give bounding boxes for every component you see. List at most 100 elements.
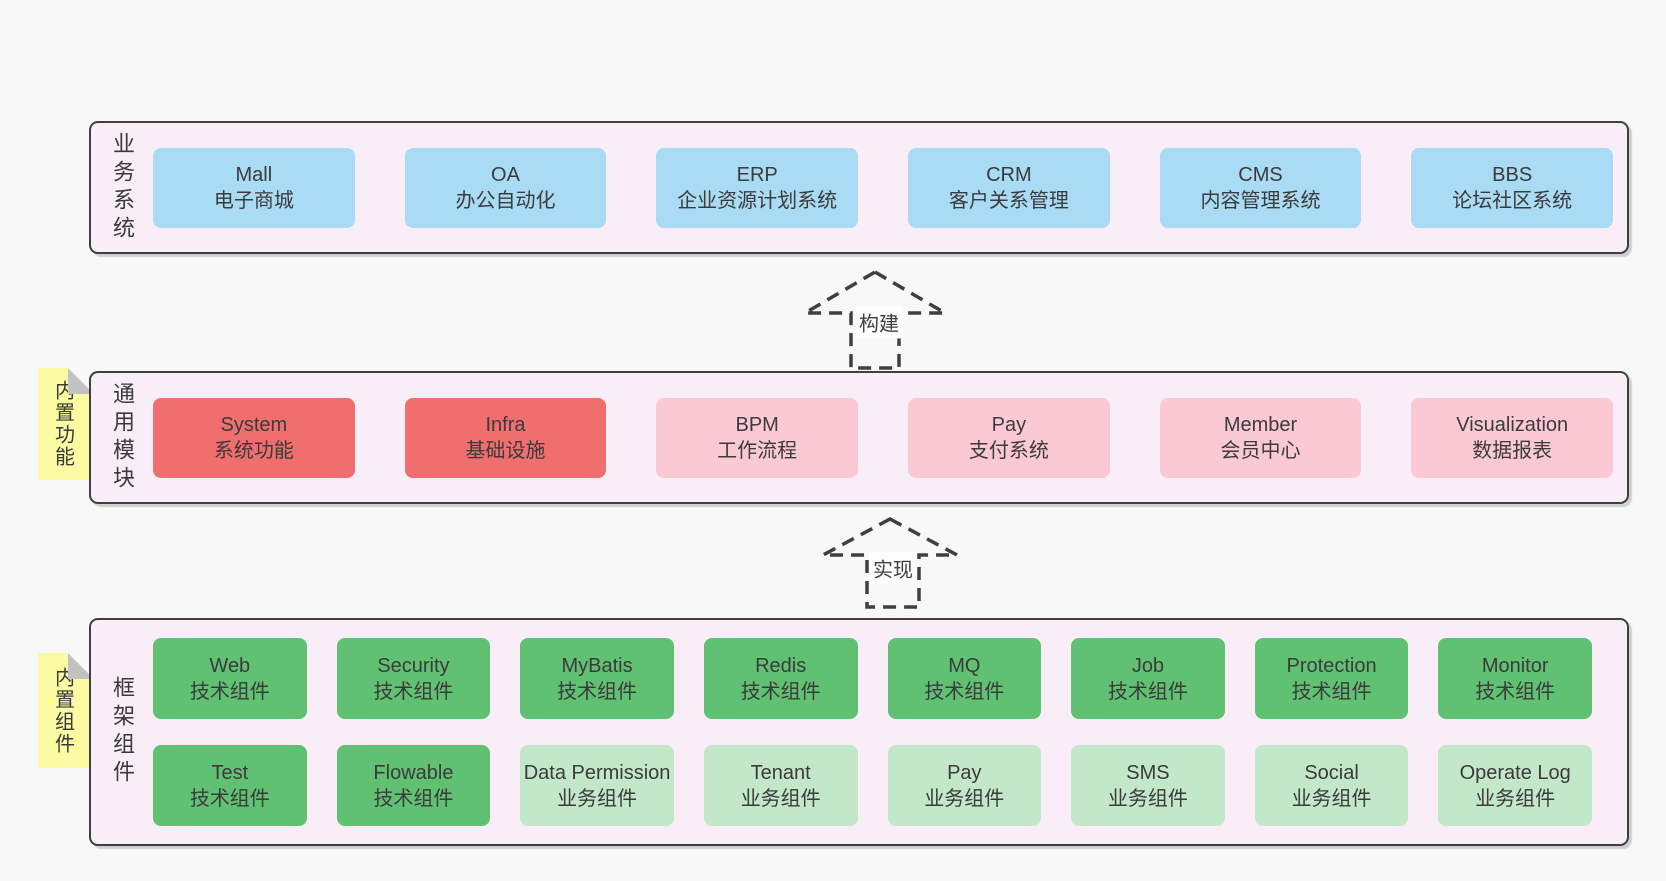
box-redis: Redis 技术组件 — [703, 638, 858, 719]
box-subtitle: 工作流程 — [717, 439, 798, 462]
box-subtitle: 业务组件 — [557, 787, 638, 810]
box-subtitle: 业务组件 — [924, 787, 1005, 810]
box-data-permission: Data Permission 业务组件 — [520, 745, 674, 826]
box-title: Infra — [485, 413, 526, 436]
box-subtitle: 企业资源计划系统 — [677, 189, 838, 212]
box-subtitle: 技术组件 — [924, 680, 1005, 703]
box-title: ERP — [736, 163, 778, 186]
box-operate-log: Operate Log 业务组件 — [1438, 745, 1592, 826]
section-common-modules: 通用模块 System 系统功能 Infra 基础设施 BPM 工作流程 Pay… — [89, 371, 1629, 504]
box-subtitle: 内容管理系统 — [1200, 189, 1321, 212]
box-subtitle: 技术组件 — [373, 787, 454, 810]
box-subtitle: 业务组件 — [1291, 787, 1372, 810]
box-subtitle: 论坛社区系统 — [1452, 189, 1573, 212]
box-pay-component: Pay 业务组件 — [887, 745, 1042, 826]
box-title: Member — [1223, 413, 1298, 436]
section-framework-components: 框架组件 Web 技术组件 Security 技术组件 MyBatis 技术组件… — [89, 618, 1629, 846]
box-title: Data Permission — [523, 761, 671, 784]
arrow-implement-label: 实现 — [869, 551, 917, 585]
box-subtitle: 会员中心 — [1220, 439, 1301, 462]
note-text: 内置功能 — [51, 380, 74, 468]
box-title: SMS — [1126, 761, 1170, 784]
section-business-content: Mall 电子商城 OA 办公自动化 ERP 企业资源计划系统 CRM 客户关系… — [153, 123, 1627, 252]
box-job: Job 技术组件 — [1071, 638, 1225, 719]
section-side-label-framework: 框架组件 — [110, 676, 135, 788]
section-framework-content: Web 技术组件 Security 技术组件 MyBatis 技术组件 Redi… — [153, 620, 1627, 844]
box-title: Tenant — [750, 761, 811, 784]
section-side-label-common: 通用模块 — [110, 381, 135, 494]
box-visualization: Visualization 数据报表 — [1411, 397, 1614, 478]
box-title: Mall — [235, 163, 273, 186]
arrow-build-label: 构建 — [855, 305, 903, 339]
box-cms: CMS 内容管理系统 — [1159, 147, 1362, 228]
box-title: Protection — [1286, 654, 1377, 677]
box-title: Social — [1304, 761, 1359, 784]
box-title: System — [220, 413, 288, 436]
box-subtitle: 技术组件 — [1107, 680, 1188, 703]
box-subtitle: 基础设施 — [465, 439, 546, 462]
box-system: System 系统功能 — [153, 397, 355, 478]
box-title: Security — [377, 654, 450, 677]
box-bpm: BPM 工作流程 — [656, 397, 859, 478]
box-title: Pay — [991, 413, 1027, 436]
note-text: 内置组件 — [51, 666, 74, 755]
box-crm: CRM 客户关系管理 — [908, 147, 1110, 228]
framework-row-1: Web 技术组件 Security 技术组件 MyBatis 技术组件 Redi… — [153, 638, 1592, 719]
section-side-label-business: 业务系统 — [110, 131, 135, 244]
box-subtitle: 支付系统 — [968, 439, 1049, 462]
box-title: MQ — [948, 654, 981, 677]
up-arrow-build-icon — [800, 265, 952, 371]
box-title: Pay — [947, 761, 982, 784]
box-title: OA — [491, 163, 520, 186]
box-title: Redis — [755, 654, 807, 677]
box-title: Operate Log — [1459, 761, 1571, 784]
box-subtitle: 系统功能 — [213, 439, 294, 462]
box-title: Monitor — [1481, 654, 1549, 677]
box-subtitle: 电子商城 — [213, 189, 294, 212]
box-social: Social 业务组件 — [1254, 745, 1409, 826]
box-subtitle: 业务组件 — [1475, 787, 1556, 810]
section-common-content: System 系统功能 Infra 基础设施 BPM 工作流程 Pay 支付系统… — [153, 373, 1627, 502]
framework-row-2: Test 技术组件 Flowable 技术组件 Data Permission … — [153, 745, 1592, 826]
box-title: CRM — [986, 163, 1032, 186]
box-tenant: Tenant 业务组件 — [703, 745, 858, 826]
box-subtitle: 技术组件 — [373, 680, 454, 703]
box-subtitle: 业务组件 — [740, 787, 821, 810]
box-title: BBS — [1492, 163, 1533, 186]
box-title: Visualization — [1456, 413, 1569, 436]
box-subtitle: 技术组件 — [189, 787, 270, 810]
box-bbs: BBS 论坛社区系统 — [1411, 147, 1614, 228]
box-title: Test — [211, 761, 249, 784]
box-subtitle: 办公自动化 — [455, 189, 556, 212]
box-security: Security 技术组件 — [336, 638, 491, 719]
box-pay-system: Pay 支付系统 — [908, 397, 1110, 478]
box-subtitle: 客户关系管理 — [948, 189, 1069, 212]
box-mybatis: MyBatis 技术组件 — [520, 638, 674, 719]
box-subtitle: 技术组件 — [557, 680, 638, 703]
box-title: CMS — [1238, 163, 1283, 186]
box-title: Web — [209, 654, 251, 677]
section-business-systems: 业务系统 Mall 电子商城 OA 办公自动化 ERP 企业资源计划系统 CRM… — [89, 121, 1629, 254]
up-arrow-implement-icon — [818, 512, 964, 610]
box-mall: Mall 电子商城 — [153, 147, 355, 228]
box-subtitle: 数据报表 — [1472, 439, 1553, 462]
box-protection: Protection 技术组件 — [1254, 638, 1409, 719]
box-title: BPM — [735, 413, 779, 436]
box-subtitle: 技术组件 — [189, 680, 270, 703]
box-monitor: Monitor 技术组件 — [1438, 638, 1592, 719]
box-subtitle: 技术组件 — [740, 680, 821, 703]
box-subtitle: 技术组件 — [1475, 680, 1556, 703]
box-web: Web 技术组件 — [153, 638, 307, 719]
box-oa: OA 办公自动化 — [404, 147, 607, 228]
box-member: Member 会员中心 — [1159, 397, 1362, 478]
box-subtitle: 技术组件 — [1291, 680, 1372, 703]
box-title: MyBatis — [561, 654, 633, 677]
box-flowable: Flowable 技术组件 — [336, 745, 491, 826]
business-row: Mall 电子商城 OA 办公自动化 ERP 企业资源计划系统 CRM 客户关系… — [153, 147, 1614, 228]
box-test: Test 技术组件 — [153, 745, 307, 826]
box-subtitle: 业务组件 — [1107, 787, 1188, 810]
box-title: Job — [1131, 654, 1165, 677]
sticky-note-built-in-features: 内置功能 — [38, 368, 94, 480]
sticky-note-built-in-components: 内置组件 — [38, 653, 94, 768]
box-mq: MQ 技术组件 — [887, 638, 1042, 719]
